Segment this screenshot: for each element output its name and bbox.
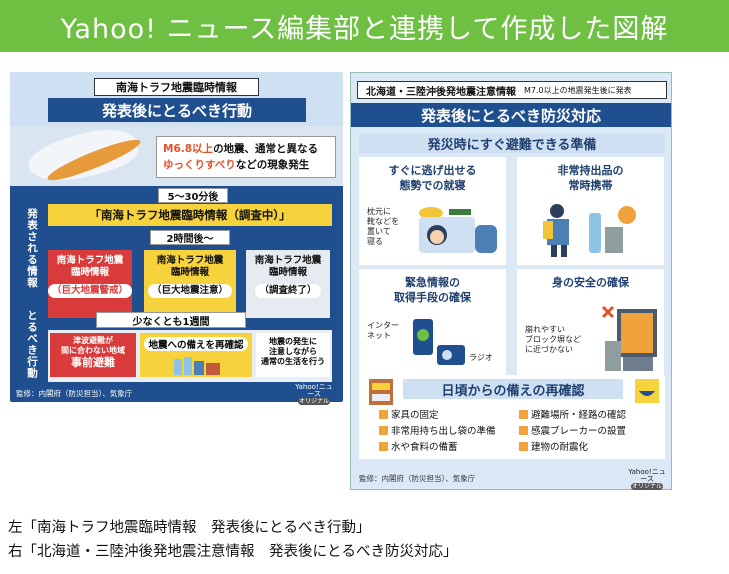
check-text: 家具の固定 xyxy=(391,410,439,421)
caption-right: 右「北海道・三陸沖後発地震注意情報 発表後にとるべき防災対応」 xyxy=(8,544,458,560)
check-furniture: 家具の固定 xyxy=(379,407,439,421)
sleeping-person-icon xyxy=(419,207,497,253)
check-seismic-breaker: 感震ブレーカーの設置 xyxy=(519,423,626,437)
checkbox-icon xyxy=(519,442,528,451)
card-megaquake-advisory: 南海トラフ地震 臨時情報 （巨大地震注意） xyxy=(144,250,236,318)
check-text: 感震ブレーカーの設置 xyxy=(531,426,627,437)
right-header-note: M7.0以上の地震発生後に発表 xyxy=(524,85,632,95)
slow-slip: ゆっくりすべり xyxy=(163,159,236,171)
investigating-box: 「南海トラフ地震臨時情報（調査中）」 xyxy=(48,204,332,226)
left-header-small: 南海トラフ地震臨時情報 xyxy=(94,78,259,96)
daily-prep-box: 日頃からの備えの再確認 家具の固定 避難場所・経路の確認 非常用持ち出し袋の準備… xyxy=(359,375,665,459)
card3-key: （調査終了） xyxy=(255,284,321,298)
quake-line2: などの現象発生 xyxy=(235,159,310,171)
act1-big: 事前避難 xyxy=(71,356,115,369)
right-header-small-text: 北海道・三陸沖後発地震注意情報 xyxy=(366,86,516,98)
check-evac-route: 避難場所・経路の確認 xyxy=(519,407,626,421)
tile-personal-safety: 身の安全の確保 崩れやすい ブロック塀など に近づかない xyxy=(517,269,664,377)
card1-line2: 臨時情報 xyxy=(70,267,109,278)
at-least-one-week: 少なくとも1週間 xyxy=(96,312,246,328)
left-supervision: 監修：内閣府（防災担当）、気象庁 xyxy=(16,389,133,398)
right-yahoo-badge: Yahoo!ニュース オリジナル xyxy=(625,468,669,490)
tile-emergency-info: 緊急情報の 取得手段の確保 インター ネット ラジオ xyxy=(359,269,506,377)
check-text: 水や食料の備蓄 xyxy=(391,442,458,453)
checkbox-icon xyxy=(519,426,528,435)
card3-line1: 南海トラフ地震 xyxy=(254,255,322,266)
card2-line2: 臨時情報 xyxy=(170,267,209,278)
right-supervision: 監修：内閣府（防災担当）、気象庁 xyxy=(359,474,476,483)
q1-note: 枕元に 靴などを 置いて 寝る xyxy=(367,207,399,246)
banner-title: Yahoo! ニュース編集部と連携して作成した図解 xyxy=(0,0,729,52)
action-normal-life: 地震の発生に 注意しながら 通常の生活を行う xyxy=(256,333,330,377)
left-yahoo-badge: Yahoo!ニュース オリジナル xyxy=(292,383,336,405)
check-earthquake-proof: 建物の耐震化 xyxy=(519,439,588,453)
check-emergency-bag: 非常用持ち出し袋の準備 xyxy=(379,423,496,437)
right-badge-top: Yahoo!ニュース xyxy=(628,468,666,483)
check-water-food: 水や食料の備蓄 xyxy=(379,439,458,453)
caption-left: 左「南海トラフ地震臨時情報 発表後にとるべき行動」 xyxy=(8,520,371,536)
checkbox-icon xyxy=(379,426,388,435)
check-text: 建物の耐震化 xyxy=(531,442,589,453)
q1-title1: すぐに逃げ出せる xyxy=(388,164,477,177)
tile-emergency-kit: 非常持出品の 常時携帯 xyxy=(517,157,664,265)
act3-line2: 注意しながら xyxy=(269,347,317,356)
q4-note: 崩れやすい ブロック塀など に近づかない xyxy=(525,325,581,354)
act2-text: 地震への備えを再確認 xyxy=(144,337,248,351)
side-label-announced: 発表される情報 xyxy=(26,208,38,289)
tile-sleep-ready: すぐに逃げ出せる 態勢での就寝 枕元に 靴などを 置いて 寝る xyxy=(359,157,506,265)
q3-title1: 緊急情報の xyxy=(405,276,460,289)
card-survey-ended: 南海トラフ地震 臨時情報 （調査終了） xyxy=(246,250,330,318)
q2-title1: 非常持出品の xyxy=(557,164,624,177)
left-badge-top: Yahoo!ニュース xyxy=(295,383,333,398)
card2-line1: 南海トラフ地震 xyxy=(156,255,224,266)
q3-note-radio: ラジオ xyxy=(469,353,493,362)
backpack-person-icon xyxy=(543,204,636,257)
q3-note-internet: インター ネット xyxy=(367,321,399,340)
check-text: 非常用持ち出し袋の準備 xyxy=(391,426,496,437)
after-5-30-min: 5～30分後 xyxy=(158,188,228,203)
action-reconfirm: 地震への備えを再確認 xyxy=(140,333,252,377)
quake-magnitude: M6.8以上 xyxy=(163,143,214,155)
section-evacuation-prep: 発災時にすぐ避難できる準備 xyxy=(359,133,665,153)
card2-key: （巨大地震注意） xyxy=(147,284,232,298)
checkbox-icon xyxy=(519,410,528,419)
checkbox-icon xyxy=(379,442,388,451)
right-badge-bottom: オリジナル xyxy=(631,483,663,490)
card1-key: （巨大地震警戒） xyxy=(48,284,132,298)
act1-line2: 間に合わない地域 xyxy=(61,346,125,355)
q3-title2: 取得手段の確保 xyxy=(394,291,471,304)
daily-prep-title: 日頃からの備えの再確認 xyxy=(403,379,623,399)
left-badge-bottom: オリジナル xyxy=(298,398,330,405)
right-header-small: 北海道・三陸沖後発地震注意情報 M7.0以上の地震発生後に発表 xyxy=(357,81,667,99)
right-header-main: 発表後にとるべき防災対応 xyxy=(351,103,671,127)
act3-line1: 地震の発生に xyxy=(269,337,317,346)
block-wall-icon xyxy=(601,305,657,371)
japan-map: M6.8以上の地震、通常と異なる ゆっくりすべりなどの現象発生 xyxy=(10,118,343,194)
bowl-icon xyxy=(635,379,659,403)
check-text: 避難場所・経路の確認 xyxy=(531,410,627,421)
act1-line1: 津波避難が xyxy=(73,336,113,345)
quake-condition-box: M6.8以上の地震、通常と異なる ゆっくりすべりなどの現象発生 xyxy=(156,136,336,178)
q4-title: 身の安全の確保 xyxy=(552,276,629,289)
phone-radio-icon xyxy=(413,319,465,365)
supplies-icon xyxy=(174,357,220,375)
q1-title2: 態勢での就寝 xyxy=(399,179,466,192)
quake-line1: の地震、通常と異なる xyxy=(213,143,319,155)
side-label-action: とるべき行動 xyxy=(26,310,38,379)
card3-line2: 臨時情報 xyxy=(268,267,307,278)
nankai-infographic: 南海トラフ地震臨時情報 発表後にとるべき行動 M6.8以上の地震、通常と異なる … xyxy=(10,72,343,405)
q2-title2: 常時携帯 xyxy=(568,179,613,192)
card-megaquake-warning: 南海トラフ地震 臨時情報 （巨大地震警戒） xyxy=(48,250,132,318)
after-2-hours: 2時間後～ xyxy=(150,230,230,245)
checkbox-icon xyxy=(379,410,388,419)
left-header-main: 発表後にとるべき行動 xyxy=(48,98,306,122)
act3-line3: 通常の生活を行う xyxy=(261,357,325,366)
hokkaido-infographic: 北海道・三陸沖後発地震注意情報 M7.0以上の地震発生後に発表 発表後にとるべき… xyxy=(350,72,672,490)
shelf-icon xyxy=(369,379,393,405)
card1-line1: 南海トラフ地震 xyxy=(56,255,124,266)
action-pre-evacuation: 津波避難が 間に合わない地域 事前避難 xyxy=(50,333,136,377)
